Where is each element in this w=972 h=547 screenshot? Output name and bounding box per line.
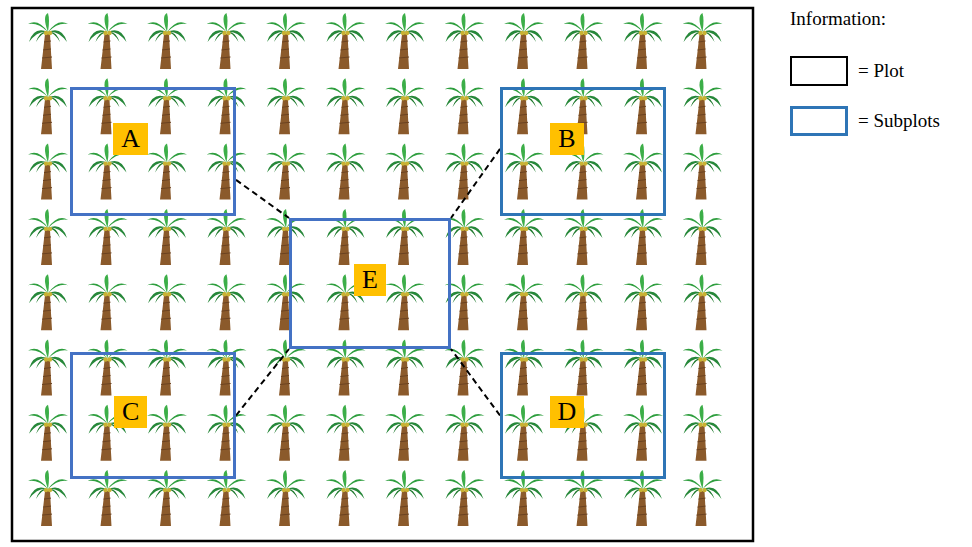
palm-tree xyxy=(147,405,187,461)
palm-tree xyxy=(683,274,723,330)
palm-tree xyxy=(28,209,68,265)
palm-tree xyxy=(326,78,366,134)
palm-tree xyxy=(564,13,604,69)
palm-tree xyxy=(445,405,485,461)
dashed-connector xyxy=(451,349,500,416)
palm-tree xyxy=(88,209,128,265)
subplot-label: A xyxy=(113,123,148,155)
palm-tree xyxy=(623,144,663,200)
palm-tree xyxy=(445,144,485,200)
legend-heading: Information: xyxy=(790,8,886,30)
palm-tree xyxy=(683,340,723,396)
palm-tree xyxy=(385,13,425,69)
palm-tree xyxy=(207,340,247,396)
palm-tree xyxy=(147,340,187,396)
palm-tree xyxy=(207,144,247,200)
palm-tree xyxy=(445,470,485,526)
palm-tree xyxy=(683,470,723,526)
palm-tree xyxy=(28,144,68,200)
legend-swatch xyxy=(790,56,848,86)
palm-tree xyxy=(207,13,247,69)
subplot-box: A xyxy=(70,87,236,216)
palm-tree xyxy=(385,144,425,200)
palm-tree xyxy=(28,78,68,134)
dashed-connector xyxy=(451,149,500,218)
palm-tree xyxy=(504,13,544,69)
plot-border xyxy=(12,8,753,541)
legend-entry: = Subplots xyxy=(790,106,970,138)
palm-tree xyxy=(683,78,723,134)
subplot-box: B xyxy=(500,87,666,216)
palm-tree xyxy=(207,209,247,265)
palm-tree xyxy=(88,340,128,396)
palm-tree xyxy=(504,340,544,396)
palm-tree xyxy=(88,274,128,330)
palm-tree xyxy=(266,470,306,526)
palm-tree xyxy=(385,405,425,461)
subplot-box: D xyxy=(500,352,666,479)
palm-tree xyxy=(147,144,187,200)
palm-tree xyxy=(266,405,306,461)
palm-tree xyxy=(28,405,68,461)
palm-tree xyxy=(623,274,663,330)
palm-tree xyxy=(445,13,485,69)
legend-label: = Plot xyxy=(858,60,904,82)
palm-tree xyxy=(564,340,604,396)
palm-tree xyxy=(683,144,723,200)
palm-tree xyxy=(266,144,306,200)
palm-tree xyxy=(326,13,366,69)
palm-tree xyxy=(266,78,306,134)
subplot-box: E xyxy=(289,218,451,349)
palm-tree xyxy=(326,405,366,461)
palm-tree xyxy=(88,13,128,69)
palm-tree xyxy=(623,340,663,396)
legend-swatch xyxy=(790,106,848,136)
palm-tree xyxy=(28,470,68,526)
palm-tree xyxy=(266,274,306,330)
palm-tree xyxy=(504,274,544,330)
palm-tree xyxy=(28,274,68,330)
subplot-box: C xyxy=(70,352,236,479)
palm-tree xyxy=(623,209,663,265)
palm-tree xyxy=(623,405,663,461)
palm-tree xyxy=(683,13,723,69)
legend-entry: = Plot xyxy=(790,56,970,88)
palm-tree xyxy=(147,209,187,265)
palm-tree xyxy=(326,144,366,200)
palm-tree xyxy=(564,209,604,265)
palm-tree xyxy=(623,13,663,69)
palm-tree xyxy=(504,144,544,200)
palm-tree xyxy=(564,274,604,330)
dashed-connector xyxy=(236,180,289,218)
subplot-label: B xyxy=(550,123,583,155)
palm-tree xyxy=(28,340,68,396)
palm-tree xyxy=(266,13,306,69)
palm-tree xyxy=(445,78,485,134)
palm-tree xyxy=(385,470,425,526)
legend-label: = Subplots xyxy=(858,110,940,132)
dashed-connector xyxy=(236,349,289,416)
palm-tree xyxy=(326,470,366,526)
palm-tree xyxy=(504,405,544,461)
palm-tree xyxy=(683,405,723,461)
subplot-label: C xyxy=(114,396,147,428)
palm-tree xyxy=(147,274,187,330)
palm-tree xyxy=(385,78,425,134)
palm-tree xyxy=(28,13,68,69)
subplot-label: E xyxy=(354,264,386,296)
palm-tree xyxy=(207,405,247,461)
subplot-label: D xyxy=(550,396,585,428)
palm-tree xyxy=(207,274,247,330)
palm-tree xyxy=(147,13,187,69)
palm-tree xyxy=(683,209,723,265)
palm-tree xyxy=(385,274,425,330)
palm-tree xyxy=(504,209,544,265)
